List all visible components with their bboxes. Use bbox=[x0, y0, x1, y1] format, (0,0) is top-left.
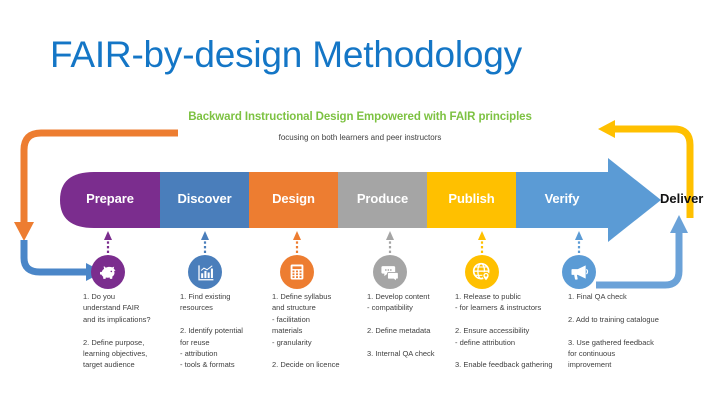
bar-arrowhead bbox=[608, 158, 661, 242]
inner-loop-right-arrow bbox=[596, 215, 688, 289]
step-list-prepare: 1. Do you understand FAIR and its implic… bbox=[83, 292, 151, 370]
stage-label-prepare[interactable]: Prepare bbox=[86, 191, 134, 206]
restart-loop-arrow bbox=[14, 129, 178, 241]
step-list-discover: 1. Find existing resources 2. Identify p… bbox=[180, 292, 243, 370]
globe-pin-icon bbox=[472, 262, 492, 282]
bar-segment-produce bbox=[338, 172, 427, 228]
page-title: FAIR-by-design Methodology bbox=[50, 34, 522, 75]
connector-dotted-arrows bbox=[104, 231, 583, 253]
step-list-publish: 1. Release to public - for learners & in… bbox=[455, 292, 553, 370]
megaphone-icon bbox=[569, 262, 589, 282]
process-bar bbox=[60, 158, 661, 242]
bar-segment-publish bbox=[427, 172, 516, 228]
stage-label-design[interactable]: Design bbox=[272, 191, 315, 206]
chat-bubbles-icon bbox=[380, 262, 400, 282]
deliver-label: Deliver bbox=[660, 191, 704, 206]
stage-icon-publish[interactable] bbox=[465, 255, 499, 289]
bar-segment-discover bbox=[160, 172, 249, 228]
stage-icon-prepare[interactable] bbox=[91, 255, 125, 289]
stage-icon-produce[interactable] bbox=[373, 255, 407, 289]
subtitle-primary: Backward Instructional Design Empowered … bbox=[188, 111, 532, 123]
subtitle-secondary: focusing on both learners and peer instr… bbox=[278, 133, 442, 142]
step-list-produce: 1. Develop content - compatibility 2. De… bbox=[367, 292, 435, 359]
piggy-bank-icon bbox=[98, 262, 118, 282]
stage-label-discover[interactable]: Discover bbox=[177, 191, 232, 206]
stage-label-verify[interactable]: Verify bbox=[544, 191, 580, 206]
bar-segment-design bbox=[249, 172, 338, 228]
bar-chart-icon bbox=[196, 263, 215, 282]
stage-icon-verify[interactable] bbox=[562, 255, 596, 289]
step-list-design: 1. Define syllabus and structure - facil… bbox=[272, 292, 340, 370]
calculator-icon bbox=[288, 263, 306, 281]
bar-segment-verify bbox=[516, 172, 608, 228]
stage-label-publish[interactable]: Publish bbox=[448, 191, 495, 206]
stage-icon-design[interactable] bbox=[280, 255, 314, 289]
stage-label-produce[interactable]: Produce bbox=[356, 191, 409, 206]
bar-segment-prepare bbox=[60, 172, 160, 228]
step-list-verify: 1. Final QA check 2. Add to training cat… bbox=[568, 292, 659, 370]
outer-feedback-loop-arrow bbox=[598, 120, 694, 218]
stage-icon-discover[interactable] bbox=[188, 255, 222, 289]
